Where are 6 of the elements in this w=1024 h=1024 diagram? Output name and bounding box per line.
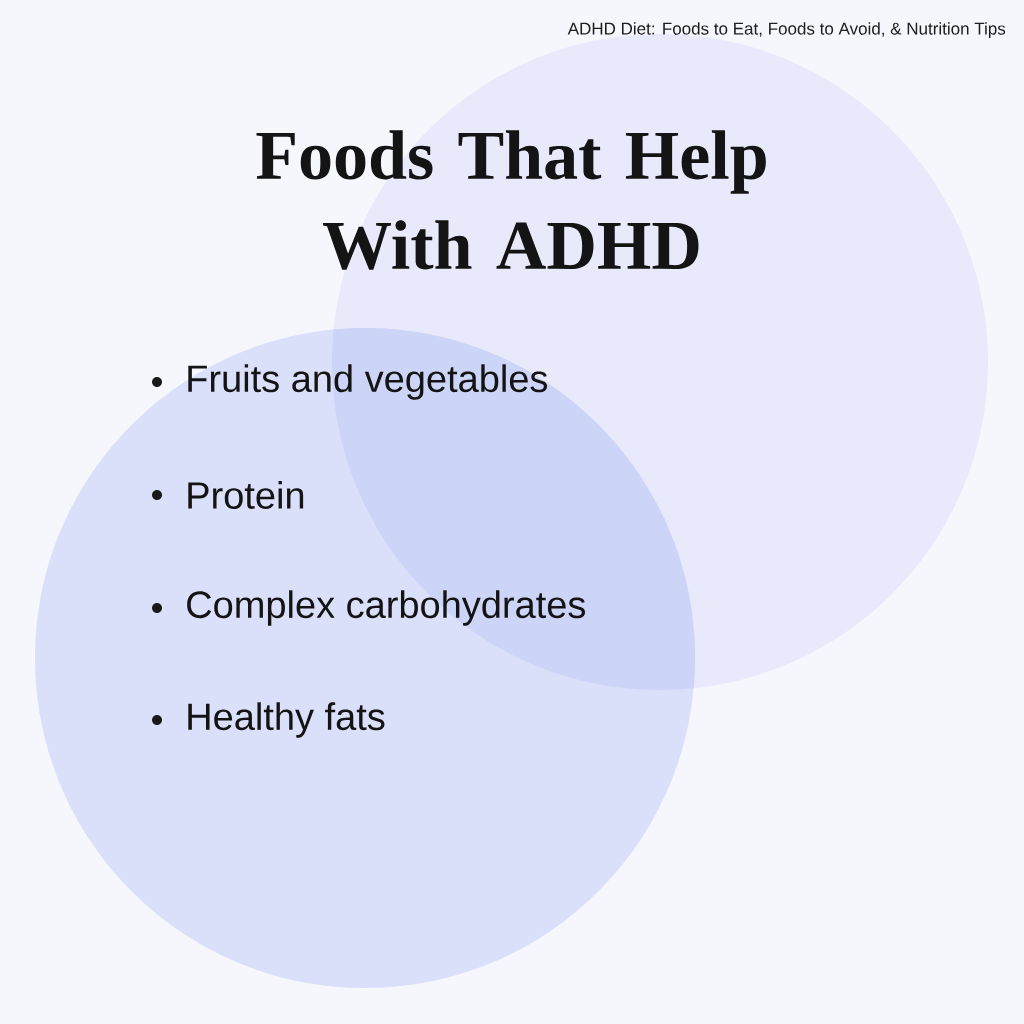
header-text: ADHD Diet: Foods to Eat, Foods to Avoid, & Nutrition Tips	[567, 22, 1006, 39]
title: Foods That Help With ADHD	[256, 130, 766, 270]
bullet-item: Protein	[188, 481, 304, 509]
bullet-item: Fruits and vegetables	[188, 364, 548, 400]
bullet-item: Healthy fats	[188, 702, 385, 738]
bullet-item: Complex carbohydrates	[187, 590, 586, 626]
